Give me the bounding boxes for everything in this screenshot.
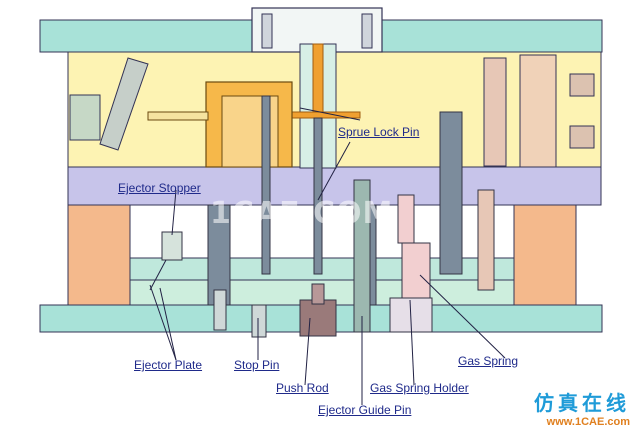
right-fitting-1: [569, 73, 595, 97]
ejector-stopper: [161, 231, 183, 261]
label-ejector-plate: Ejector Plate: [134, 358, 203, 372]
right-pin-2: [519, 54, 557, 168]
brand-name: 仿真在线: [534, 391, 630, 415]
label-gas-spring: Gas Spring: [458, 354, 519, 368]
gas-spring-body: [401, 242, 431, 306]
bolt-right: [361, 13, 373, 49]
ejector-pin-2: [313, 117, 323, 275]
right-pin-1: [483, 57, 507, 167]
cooling-line: [147, 111, 209, 121]
leader-lines: [149, 107, 506, 405]
watermark: 1CAE.COM: [210, 196, 394, 231]
ejector-pin-1: [261, 95, 271, 275]
support-pillar-right: [439, 111, 463, 275]
gas-spring-rod: [397, 194, 415, 244]
stop-pin: [251, 304, 267, 338]
brand-logo: 仿真在线 www.1CAE.com: [534, 387, 630, 428]
bolt-left: [261, 13, 273, 49]
right-fitting-2: [569, 125, 595, 149]
spacer-block-left: [67, 204, 131, 306]
label-gas-spring-holder: Gas Spring Holder: [370, 381, 469, 395]
spacer-block-right: [513, 204, 577, 306]
label-sprue-lock-pin: Sprue Lock Pin: [338, 125, 420, 139]
label-ejector-stopper: Ejector Stopper: [118, 181, 201, 195]
sprue-channel: [312, 43, 324, 117]
label-push-rod: Push Rod: [276, 381, 329, 395]
brand-url: www.1CAE.com: [546, 416, 630, 428]
right-gas-spring-rod: [477, 189, 495, 291]
slide-fitting: [69, 94, 101, 141]
label-ejector-guide-pin: Ejector Guide Pin: [318, 403, 412, 417]
push-rod-stem: [311, 283, 325, 305]
stop-pin-left: [213, 289, 227, 331]
angle-pin: [99, 57, 149, 151]
label-stop-pin: Stop Pin: [234, 358, 280, 372]
push-rod: [299, 299, 337, 337]
